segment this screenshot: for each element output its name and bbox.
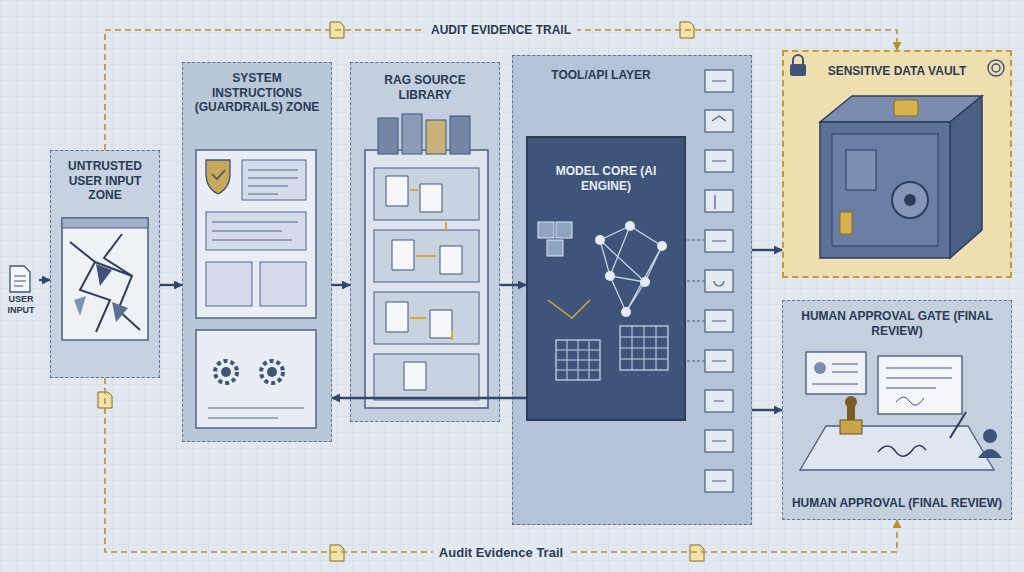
node-title: SYSTEM INSTRUCTIONS (GUARDRAILS) ZONE [189, 71, 325, 115]
flow-arrow [332, 284, 350, 286]
vault-safe [790, 55, 1004, 258]
node-title: SENSITIVE DATA VAULT [814, 64, 980, 79]
neural-network [538, 221, 668, 380]
audit-trail-line [105, 30, 897, 150]
node-title: UNTRUSTED USER INPUT ZONE [56, 159, 154, 203]
audit-document [98, 22, 704, 561]
flow-arrow [500, 284, 526, 286]
node-title: HUMAN APPROVAL GATE (FINAL REVIEW) [791, 309, 1003, 338]
document-icon [10, 266, 30, 292]
node-title: MODEL CORE (AI ENGINE) [536, 164, 676, 193]
flow-arrow [752, 409, 782, 411]
cracked-window [62, 218, 148, 340]
edge-label: AUDIT EVIDENCE TRAIL [425, 22, 577, 38]
node-caption: HUMAN APPROVAL (FINAL REVIEW) [791, 496, 1003, 511]
node-title: TOOL/API LAYER [521, 68, 681, 83]
node-title: RAG SOURCE LIBRARY [357, 73, 493, 102]
edge-label: Audit Evidence Trail [433, 544, 569, 561]
file-cabinet [365, 114, 488, 408]
node-title: USER INPUT [3, 294, 39, 316]
flow-arrow [160, 284, 182, 286]
approval-desk [800, 352, 1002, 470]
tool-icons [687, 70, 733, 492]
flow-arrow [752, 249, 782, 251]
flow-arrow [332, 397, 526, 399]
guardrail-panels [196, 150, 316, 428]
audit-trail-line [105, 378, 897, 552]
flow-arrow [39, 279, 50, 281]
